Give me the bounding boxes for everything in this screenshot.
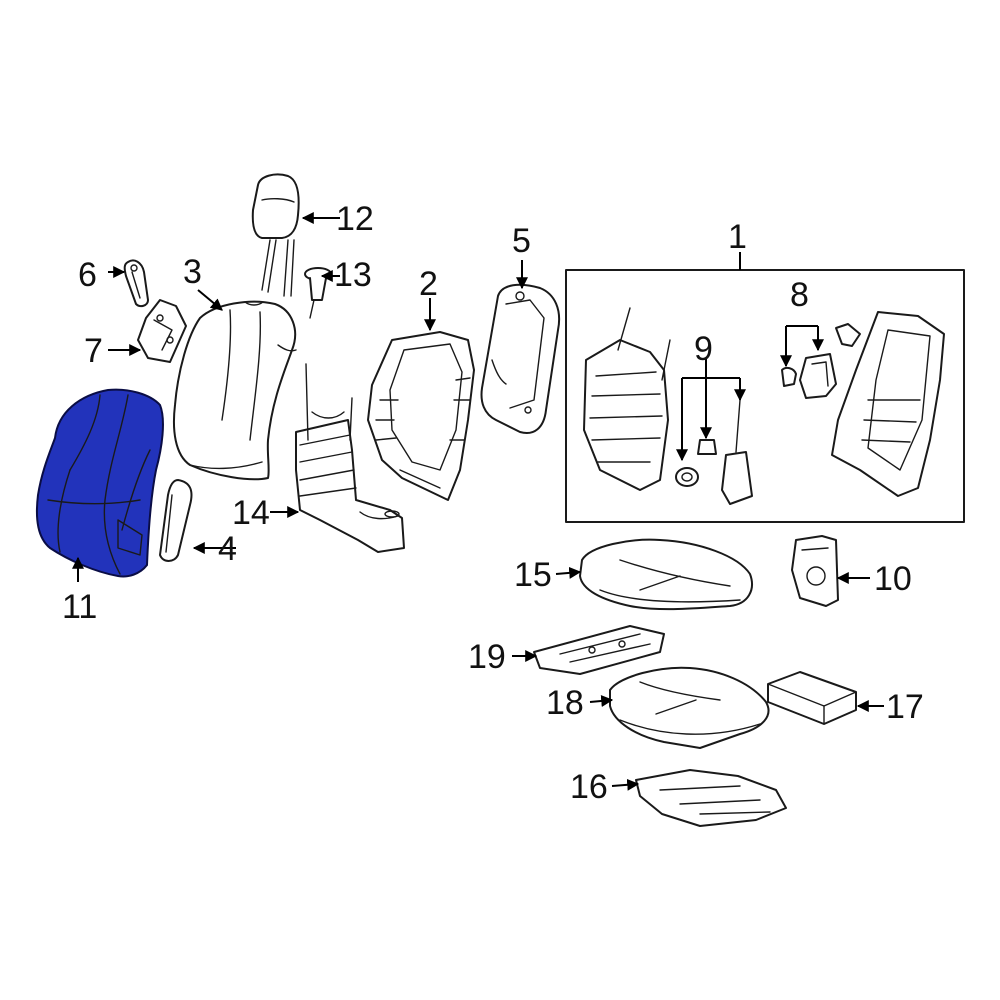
callout-6: 6 (78, 256, 97, 294)
part-1-inner-frame-right (831, 311, 945, 497)
part-1-assembly-box[interactable] (565, 269, 965, 523)
part-18-cushion-pad[interactable] (609, 666, 770, 749)
callout-3: 3 (183, 253, 202, 291)
part-6-bracket[interactable] (123, 259, 149, 308)
part-2-seat-back-frame[interactable] (367, 331, 475, 501)
callout-13: 13 (334, 256, 372, 294)
callout-8: 8 (790, 276, 809, 314)
callout-17: 17 (886, 688, 924, 726)
callout-15: 15 (514, 556, 552, 594)
leader-lines (72, 212, 884, 791)
part-15-seat-cushion[interactable] (579, 538, 753, 611)
callout-14: 14 (232, 494, 270, 532)
part-8-clips[interactable] (781, 323, 861, 399)
part-14-back-frame[interactable] (295, 363, 405, 553)
callout-12: 12 (336, 200, 374, 238)
part-9-fasteners[interactable] (675, 399, 753, 505)
callout-2: 2 (419, 265, 438, 303)
part-16-cushion-pan[interactable] (635, 769, 787, 827)
callout-16: 16 (570, 768, 608, 806)
part-1-inner-frame-left (583, 307, 671, 491)
part-19-cushion-plate[interactable] (533, 625, 665, 675)
callout-9: 9 (694, 330, 713, 368)
part-4-side-trim[interactable] (159, 479, 193, 562)
callout-4: 4 (218, 530, 237, 568)
part-5-back-panel[interactable] (480, 283, 560, 434)
callout-7: 7 (84, 332, 103, 370)
callout-1: 1 (728, 218, 747, 256)
callout-19: 19 (468, 638, 506, 676)
callout-11: 11 (62, 588, 97, 626)
part-3-seat-back-pad[interactable] (172, 300, 297, 481)
part-11-seat-back-cover[interactable] (35, 388, 164, 578)
part-17-block[interactable] (767, 671, 857, 725)
callout-10: 10 (874, 560, 912, 598)
part-10-side-module[interactable] (791, 535, 839, 607)
callout-labels: 1 2 3 4 5 6 7 8 9 10 11 12 13 14 15 16 1… (62, 200, 924, 806)
part-7-plate[interactable] (137, 299, 187, 363)
callout-5: 5 (512, 222, 531, 260)
part-12-headrest[interactable] (251, 173, 300, 297)
callout-18: 18 (546, 684, 584, 722)
